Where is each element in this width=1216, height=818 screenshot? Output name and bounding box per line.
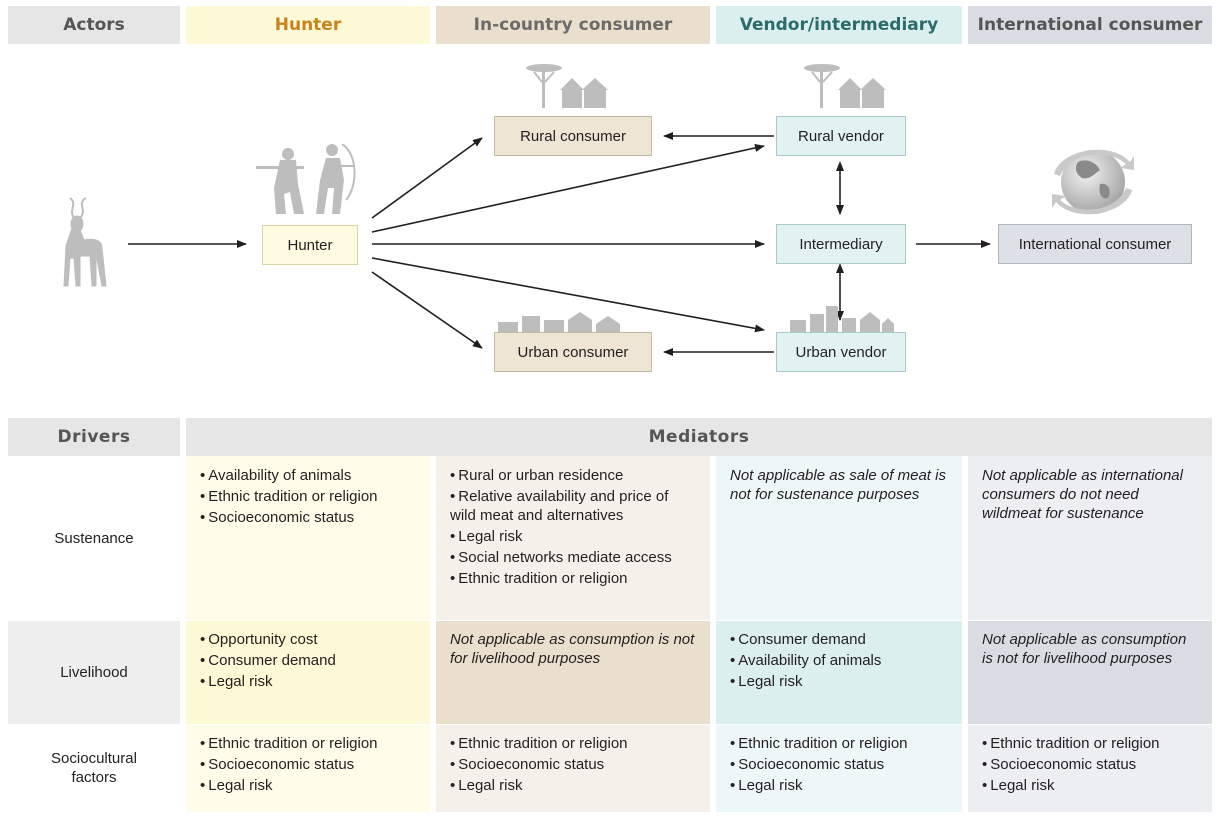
international-consumer-node: International consumer [998,224,1192,264]
sociocultural-in-country-cell: Ethnic tradition or religion Socioeconom… [436,724,710,812]
livelihood-international-cell: Not applicable as consumption is not for… [968,620,1212,724]
list-item: Availability of animals [200,466,416,485]
driver-label-sociocultural: Sociocultural factors [51,750,137,786]
sociocultural-hunter-cell: Ethnic tradition or religion Socioeconom… [186,724,430,812]
list-item: Availability of animals [730,651,948,670]
list-item: Ethnic tradition or religion [450,734,696,753]
urban-buildings-icon [790,306,894,332]
list-item: Legal risk [730,672,948,691]
list-item: Ethnic tradition or religion [730,734,948,753]
list-item: Opportunity cost [200,630,416,649]
row-divider [8,620,1212,621]
arrow-hunter-to-urban-vendor [371,257,765,333]
sustenance-hunter-cell: Availability of animals Ethnic tradition… [186,456,430,620]
list-item: Socioeconomic status [730,755,948,774]
not-applicable-note: Not applicable as consumption is not for… [450,631,695,667]
list-item: Legal risk [450,776,696,795]
sustenance-in-country-cell: Rural or urban residence Relative availa… [436,456,710,620]
urban-buildings-icon [498,312,620,332]
list-item: Relative availability and price of wild … [450,487,696,525]
sustenance-international-cell: Not applicable as international consumer… [968,456,1212,620]
list-item: Legal risk [200,776,416,795]
rural-village-icon [526,64,608,108]
sociocultural-international-cell: Ethnic tradition or religion Socioeconom… [968,724,1212,812]
livelihood-vendor-cell: Consumer demand Availability of animals … [716,620,962,724]
rural-consumer-node: Rural consumer [494,116,652,156]
rural-vendor-node: Rural vendor [776,116,906,156]
hunter-node: Hunter [262,225,358,265]
rural-village-icon [804,64,886,108]
globe-icon [1052,149,1134,215]
list-item: Ethnic tradition or religion [450,569,696,588]
actors-header: Actors [8,6,180,44]
arrow-hunter-to-urban-consumer [371,271,483,349]
arrow-hunter-to-rural-vendor [371,144,765,233]
list-item: Consumer demand [200,651,416,670]
arrow-hunter-to-rural-consumer [371,137,483,219]
not-applicable-note: Not applicable as consumption is not for… [982,631,1187,667]
list-item: Social networks mediate access [450,548,696,567]
hunters-icon [256,144,356,214]
livelihood-in-country-cell: Not applicable as consumption is not for… [436,620,710,724]
list-item: Socioeconomic status [450,755,696,774]
list-item: Ethnic tradition or religion [200,734,416,753]
list-item: Ethnic tradition or religion [982,734,1198,753]
sociocultural-vendor-cell: Ethnic tradition or religion Socioeconom… [716,724,962,812]
hunter-header: Hunter [186,6,430,44]
urban-consumer-node: Urban consumer [494,332,652,372]
kudu-icon [63,197,107,287]
mediators-header: Mediators [186,418,1212,456]
intermediary-node: Intermediary [776,224,906,264]
vendor-intermediary-header: Vendor/intermediary [716,6,962,44]
livelihood-hunter-cell: Opportunity cost Consumer demand Legal r… [186,620,430,724]
list-item: Legal risk [200,672,416,691]
driver-label-sustenance: Sustenance [54,529,134,547]
list-item: Rural or urban residence [450,466,696,485]
list-item: Consumer demand [730,630,948,649]
list-item: Legal risk [450,527,696,546]
urban-vendor-node: Urban vendor [776,332,906,372]
flow-arrows [128,132,991,356]
driver-label-livelihood: Livelihood [8,620,180,724]
list-item: Ethnic tradition or religion [200,487,416,506]
not-applicable-note: Not applicable as sale of meat is not fo… [730,467,946,503]
list-item: Legal risk [730,776,948,795]
international-consumer-header: International consumer [968,6,1212,44]
drivers-header: Drivers [8,418,180,456]
row-divider [8,724,1212,725]
list-item: Socioeconomic status [982,755,1198,774]
list-item: Socioeconomic status [200,508,416,527]
list-item: Legal risk [982,776,1198,795]
list-item: Socioeconomic status [200,755,416,774]
in-country-consumer-header: In-country consumer [436,6,710,44]
not-applicable-note: Not applicable as international consumer… [982,467,1183,522]
sustenance-vendor-cell: Not applicable as sale of meat is not fo… [716,456,962,620]
